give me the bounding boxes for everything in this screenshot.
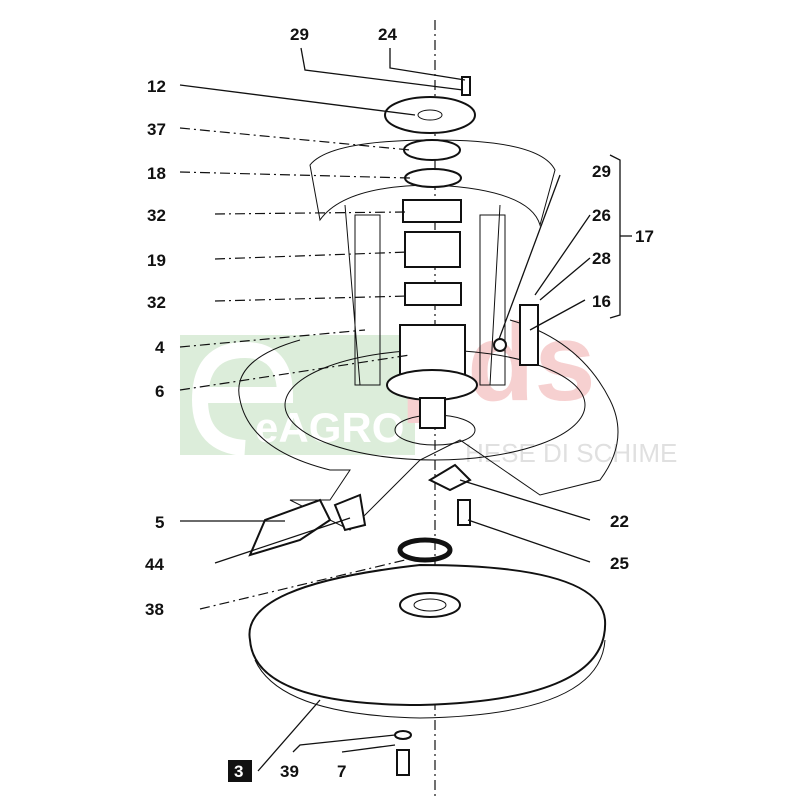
bearing-32b: [404, 282, 462, 306]
part-labels: 29 24 12 37 18 32 19 32 4 6 5 44 38 3 39…: [145, 25, 654, 782]
watermark-e-mark: [191, 341, 294, 456]
watermark-logo: eAGRO pds HESE DI SCHIME: [180, 301, 677, 468]
label-29-top: 29: [290, 25, 309, 44]
hub-parts: [384, 76, 478, 429]
label-44: 44: [145, 555, 164, 574]
housing-dish: [309, 139, 556, 386]
flange-12: [384, 96, 476, 134]
label-32-upper: 32: [147, 206, 166, 225]
label-32-lower: 32: [147, 293, 166, 312]
label-37: 37: [147, 120, 166, 139]
label-29-right: 29: [592, 162, 611, 181]
label-28: 28: [592, 249, 611, 268]
plate-22: [427, 463, 472, 492]
o-ring-38: [397, 537, 453, 563]
label-19: 19: [147, 251, 166, 270]
label-4: 4: [155, 338, 165, 357]
label-18: 18: [147, 164, 166, 183]
bolt-7: [394, 730, 412, 776]
knife-5: [248, 498, 332, 557]
bolt-25: [457, 499, 471, 526]
seal-37: [403, 139, 461, 161]
label-22: 22: [610, 512, 629, 531]
label-26: 26: [592, 206, 611, 225]
leader-lines: [179, 47, 632, 772]
knife-parts: [248, 463, 472, 557]
disc-3: [248, 563, 607, 719]
spacer-19: [404, 231, 461, 268]
bearing-32a: [402, 199, 462, 223]
right-brackets: [493, 174, 561, 366]
label-3-box: [228, 760, 252, 782]
label-24: 24: [378, 25, 397, 44]
label-16: 16: [592, 292, 611, 311]
label-25: 25: [610, 554, 629, 573]
label-17: 17: [635, 227, 654, 246]
bolt-24: [461, 76, 471, 96]
label-3: 3: [234, 762, 243, 781]
label-6: 6: [155, 382, 164, 401]
watermark-brand-left: eAGRO: [255, 404, 404, 451]
label-12: 12: [147, 77, 166, 96]
bolt-44: [333, 493, 367, 532]
label-5: 5: [155, 513, 164, 532]
watermark-tagline: HESE DI SCHIME: [465, 438, 677, 468]
shaft: [419, 397, 446, 429]
label-38: 38: [145, 600, 164, 619]
label-39: 39: [280, 762, 299, 781]
ring-18: [404, 168, 462, 188]
bracket-16: [519, 304, 539, 366]
label-7: 7: [337, 762, 346, 781]
